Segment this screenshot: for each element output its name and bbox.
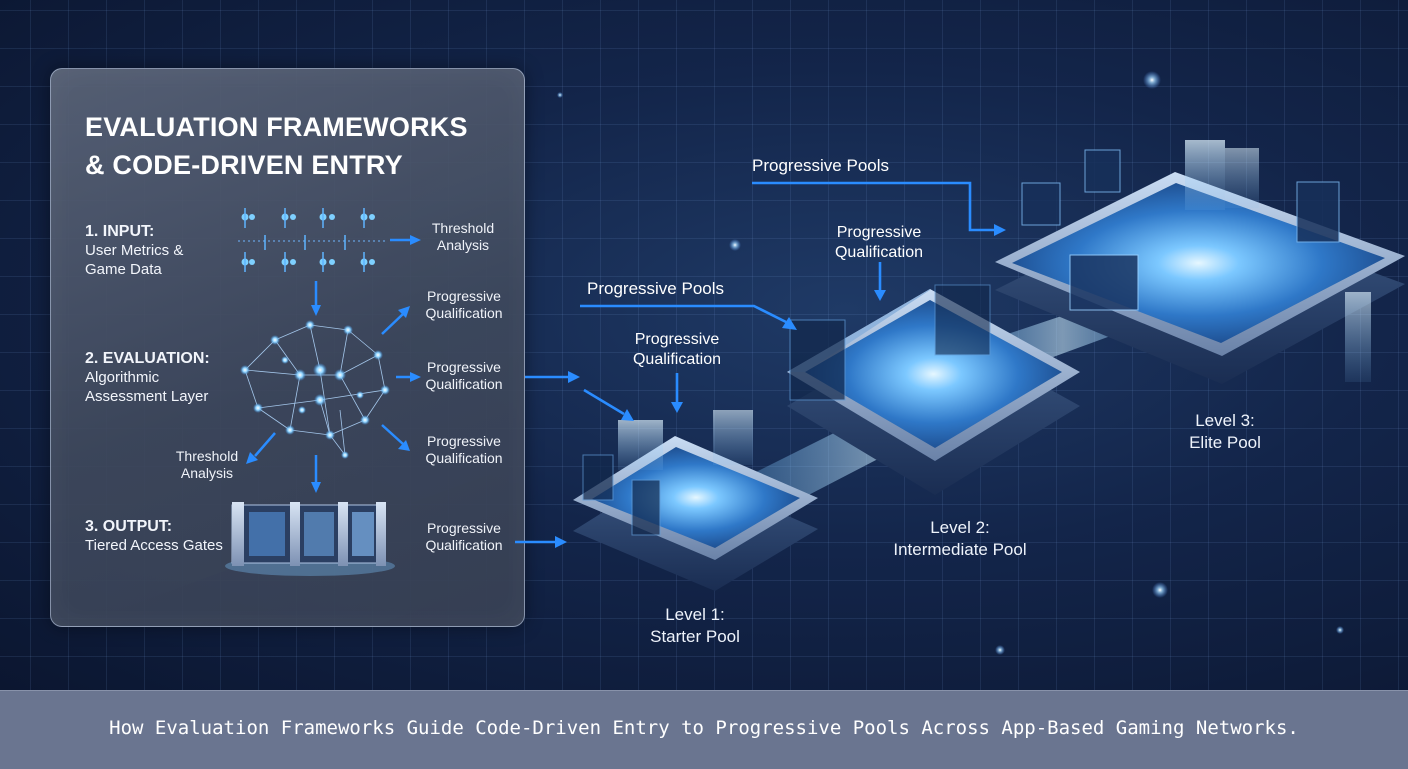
qual2-line2: Qualification — [417, 376, 511, 393]
flow-qual2-line2: Qualification — [818, 243, 940, 263]
threshold-analysis-left: Threshold Analysis — [164, 448, 250, 482]
neural-network-brain — [245, 325, 385, 455]
neural-nodes — [240, 320, 390, 459]
level-1-label: Level 1: Starter Pool — [630, 604, 760, 648]
level-3-title: Level 3: — [1160, 410, 1290, 432]
level-1-name: Starter Pool — [630, 626, 760, 648]
qual4-line2: Qualification — [417, 537, 511, 554]
level-3-label: Level 3: Elite Pool — [1160, 410, 1290, 454]
qual3-line1: Progressive — [417, 433, 511, 450]
qual1-line1: Progressive — [417, 288, 511, 305]
level-2-label: Level 2: Intermediate Pool — [875, 517, 1045, 561]
flow-qual2-line1: Progressive — [818, 223, 940, 243]
threshold-top-line2: Analysis — [420, 237, 506, 254]
output-label: 3. OUTPUT: Tiered Access Gates — [85, 517, 223, 555]
evaluation-line1: Algorithmic — [85, 368, 210, 387]
flow-qual1-line1: Progressive — [616, 330, 738, 350]
input-heading: 1. INPUT: — [85, 222, 183, 241]
qualification-flow-label-1: Progressive Qualification — [616, 330, 738, 370]
evaluation-line2: Assessment Layer — [85, 387, 210, 406]
panel-arrows — [246, 235, 421, 493]
qualification-flow-label-2: Progressive Qualification — [818, 223, 940, 263]
qualification-label-3: Progressive Qualification — [417, 433, 511, 467]
qualification-label-2: Progressive Qualification — [417, 359, 511, 393]
qualification-label-1: Progressive Qualification — [417, 288, 511, 322]
progressive-pools-label-lower: Progressive Pools — [587, 279, 724, 299]
panel-title: EVALUATION FRAMEWORKS & CODE-DRIVEN ENTR… — [85, 108, 515, 184]
input-line2: Game Data — [85, 260, 183, 279]
output-line1: Tiered Access Gates — [85, 536, 223, 555]
panel-title-line1: EVALUATION FRAMEWORKS — [85, 108, 515, 146]
input-line1: User Metrics & — [85, 241, 183, 260]
qual1-line2: Qualification — [417, 305, 511, 322]
level-3-name: Elite Pool — [1160, 432, 1290, 454]
threshold-analysis-top: Threshold Analysis — [420, 220, 506, 254]
access-gates-icon — [225, 502, 395, 576]
qual2-line1: Progressive — [417, 359, 511, 376]
flow-qual1-line2: Qualification — [616, 350, 738, 370]
input-label: 1. INPUT: User Metrics & Game Data — [85, 222, 183, 279]
qualification-label-4: Progressive Qualification — [417, 520, 511, 554]
qual3-line2: Qualification — [417, 450, 511, 467]
output-heading: 3. OUTPUT: — [85, 517, 223, 536]
evaluation-heading: 2. EVALUATION: — [85, 349, 210, 368]
data-input-icons — [238, 208, 388, 272]
progressive-pools-label-upper: Progressive Pools — [752, 156, 889, 176]
qual4-line1: Progressive — [417, 520, 511, 537]
panel-title-line2: & CODE-DRIVEN ENTRY — [85, 146, 515, 184]
threshold-left-line1: Threshold — [164, 448, 250, 465]
level-2-title: Level 2: — [875, 517, 1045, 539]
diagram-canvas: EVALUATION FRAMEWORKS & CODE-DRIVEN ENTR… — [0, 0, 1408, 690]
threshold-left-line2: Analysis — [164, 465, 250, 482]
caption-text: How Evaluation Frameworks Guide Code-Dri… — [0, 717, 1408, 739]
level-1-title: Level 1: — [630, 604, 760, 626]
level-2-name: Intermediate Pool — [875, 539, 1045, 561]
evaluation-label: 2. EVALUATION: Algorithmic Assessment La… — [85, 349, 210, 406]
threshold-top-line1: Threshold — [420, 220, 506, 237]
